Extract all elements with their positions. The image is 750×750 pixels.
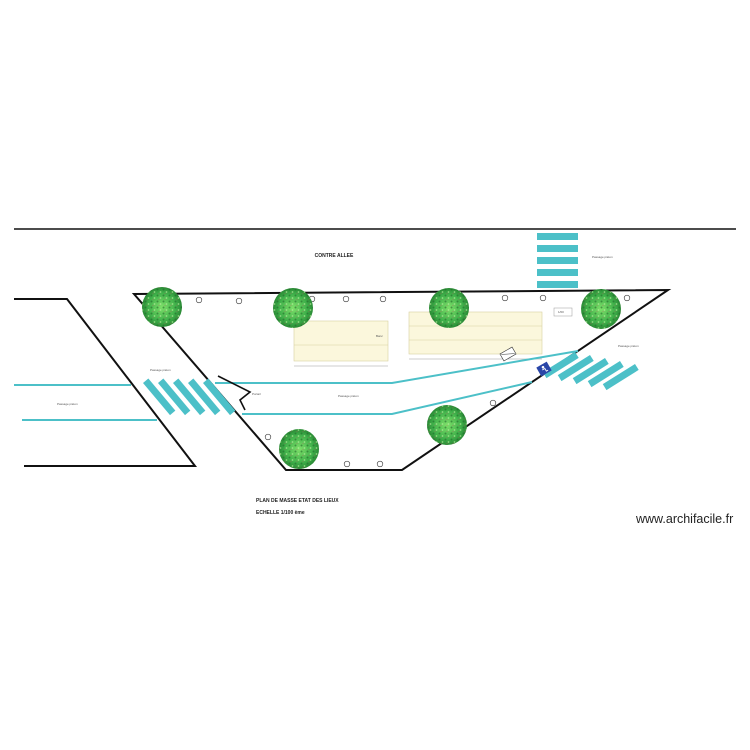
tree-icon xyxy=(273,288,313,328)
bench-label: Banc xyxy=(376,334,383,338)
path-upper xyxy=(215,350,579,384)
street-label: CONTRE ALLEE xyxy=(315,253,354,259)
tree-icon xyxy=(581,289,621,329)
plan-scale: ECHELLE 1/100 ème xyxy=(256,510,305,516)
crossing-right-label: Passage piéton xyxy=(618,344,639,348)
tree-icon xyxy=(142,287,182,327)
small-box-label: 1/00 xyxy=(558,310,564,314)
portal-label: Portail xyxy=(252,392,261,396)
tree-icon xyxy=(427,405,467,445)
crossing-right xyxy=(542,352,639,391)
tree-icon xyxy=(279,429,319,469)
lot-outline xyxy=(131,288,672,471)
bollard-icon xyxy=(623,294,631,302)
accessible-parking-icon xyxy=(536,361,552,377)
bollard-icon xyxy=(539,294,547,302)
small-box xyxy=(553,307,573,317)
crossing-top-right-label: Passage piéton xyxy=(592,255,613,259)
bollard-icon xyxy=(343,460,351,468)
path-lower xyxy=(242,381,533,415)
bollard-icon xyxy=(264,433,272,441)
path-center-label: Passage piéton xyxy=(338,394,359,398)
bollard-icon xyxy=(235,297,243,305)
crossing-left-label-2: Passage piéton xyxy=(57,402,78,406)
bollard-icon xyxy=(501,294,509,302)
tree-icon xyxy=(429,288,469,328)
bollards xyxy=(195,294,631,468)
bin-icon xyxy=(499,346,517,362)
bench-left xyxy=(293,320,389,362)
crossing-left-label-1: Passage piéton xyxy=(150,368,171,372)
bollard-icon xyxy=(342,295,350,303)
plan-title: PLAN DE MASSE ETAT DES LIEUX xyxy=(256,498,339,504)
bollard-icon xyxy=(379,295,387,303)
bench-right xyxy=(408,311,543,355)
bollard-icon xyxy=(376,460,384,468)
bollard-icon xyxy=(489,399,497,407)
bollard-icon xyxy=(195,296,203,304)
portal-gate xyxy=(217,375,252,411)
crossing-top-right xyxy=(537,233,578,288)
crossing-left xyxy=(143,378,236,416)
road-left-upper xyxy=(14,298,198,467)
watermark: www.archifacile.fr xyxy=(636,512,734,526)
